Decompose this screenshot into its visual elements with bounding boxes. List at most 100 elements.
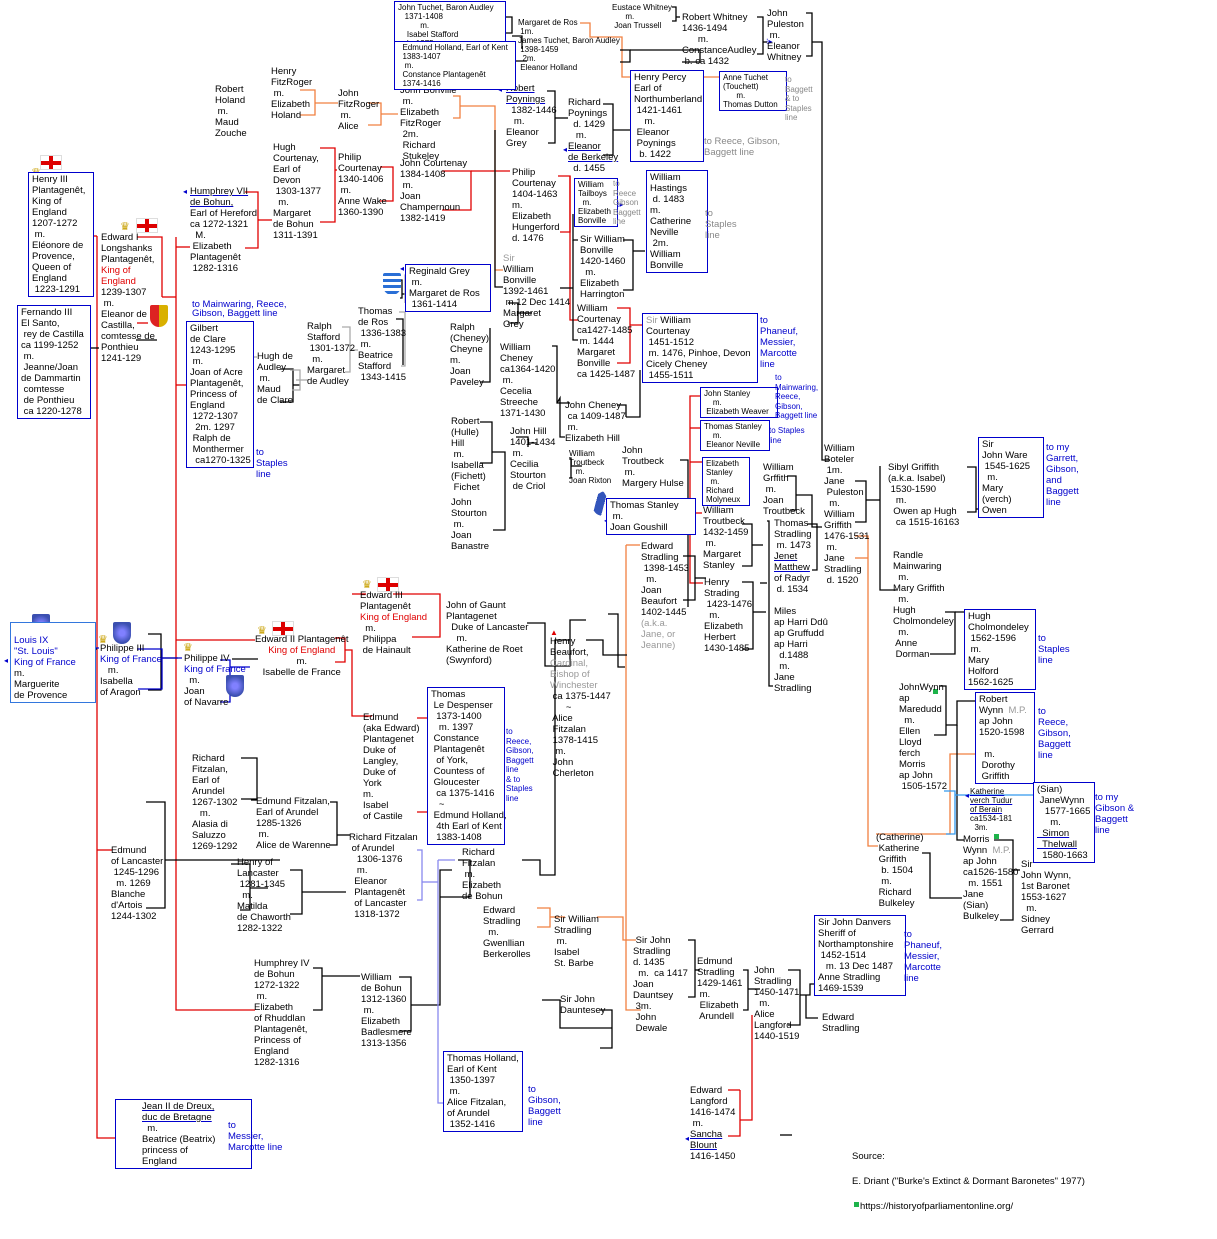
person-richard-fitzalan-1306[interactable]: Richard Fitzalan of Arundel 1306-1376 m.… <box>349 832 418 920</box>
person-robert-hill[interactable]: Robert(Hulle)Hill m.Isabella(Fichett) Fi… <box>451 416 486 493</box>
note-reece-gibson-baggett[interactable]: to Reece, Gibson, Baggett line <box>704 136 781 158</box>
person-sibyl-griffith[interactable]: Sibyl Griffith(a.k.a. Isabel) 1530-1590 … <box>888 462 959 528</box>
source-url[interactable]: https://historyofparliamentonline.org/ <box>860 1201 1014 1212</box>
left-arrow-icon[interactable]: ◂ <box>563 145 568 154</box>
person-james-tuchet[interactable]: Margaret de Ros 1m.James Tuchet, Baron A… <box>518 18 620 72</box>
note-staples-stanley[interactable]: to Staples line <box>769 426 805 445</box>
note-tailboys-line[interactable]: to Reece Gibson Baggett line <box>613 179 641 226</box>
person-jean-ii-de-dreux[interactable]: Jean II de Dreux,duc de Bretagne m.Beatr… <box>115 1099 252 1169</box>
note-baggett-staples[interactable]: to Baggett & to Staples line <box>785 75 813 122</box>
note-reece-wynn[interactable]: to Reece, Gibson, Baggett line <box>1038 706 1071 761</box>
note-gibson-baggett-holland[interactable]: to Gibson, Baggett line <box>528 1084 561 1128</box>
person-thomas-stanley-neville[interactable]: Thomas Stanley m. Eleanor Neville <box>700 420 770 451</box>
expand-icon[interactable]: ⁝▸ <box>766 37 773 46</box>
note-staples-hastings[interactable]: to Staples line <box>705 208 737 241</box>
note-staples-cholmondeley[interactable]: to Staples line <box>1038 633 1070 666</box>
person-jane-wynn[interactable]: (Sian) JaneWynn 1577-1665 m. Simon Thelw… <box>1033 782 1095 863</box>
note-mainwaring-reece[interactable]: to Mainwaring, Reece, Gibson, Baggett li… <box>192 299 287 319</box>
person-reginald-grey[interactable]: Reginald Grey m.Margaret de Ros 1361-141… <box>405 264 491 312</box>
note-despenser-line[interactable]: to Reece, Gibson, Baggett line & to Stap… <box>506 727 534 803</box>
person-katherine-griffith[interactable]: (Catherine) Katherine Griffith b. 1504 m… <box>876 832 924 909</box>
expand-icon[interactable]: ⁝▸ <box>617 200 624 209</box>
person-thomas-stanley[interactable]: Thomas Stanley m.Joan Goushill <box>606 498 696 535</box>
left-arrow-icon[interactable]: ◂ <box>183 187 188 196</box>
left-arrow-icon[interactable]: ◂ <box>685 1134 690 1143</box>
person-eustace-whitney[interactable]: Eustace Whitney m. Joan Trussell <box>612 3 672 30</box>
note-gibson-baggett-wynn[interactable]: to my Gibson & Baggett line <box>1095 792 1135 836</box>
note-phaneuf-1[interactable]: to Phaneuf, Messier, Marcotte line <box>760 315 799 370</box>
left-arrow-icon[interactable]: ◂ <box>4 656 9 665</box>
note-messier-marcotte[interactable]: to Messier, Marcotte line <box>228 1120 283 1153</box>
person-john-cheney[interactable]: John Cheney ca 1409-1487 m.Elizabeth Hil… <box>565 400 626 444</box>
person-john-stanley[interactable]: John Stanley m. Elizabeth Weaver <box>700 387 778 418</box>
person-thomas-holland[interactable]: Thomas Holland,Earl of Kent 1350-1397 m.… <box>443 1051 523 1132</box>
note-phaneuf-2[interactable]: to Phaneuf, Messier, Marcotte line <box>904 929 943 984</box>
left-arrow-icon[interactable]: ◂ <box>965 791 970 800</box>
left-arrow-icon[interactable]: ◂ <box>400 264 405 273</box>
